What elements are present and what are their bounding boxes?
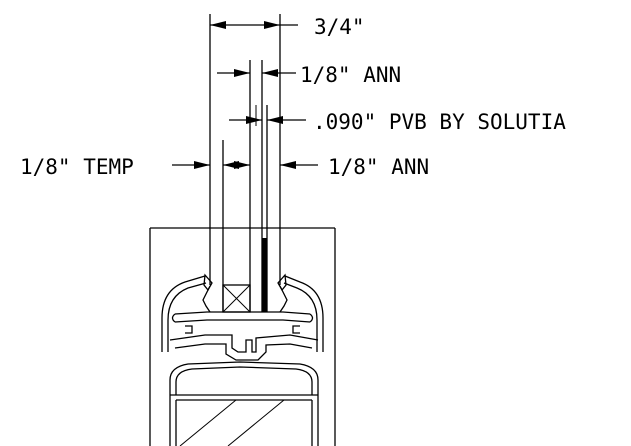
label-inner-lite: 1/8" ANN [328, 155, 429, 179]
label-overall-thickness: 3/4" [314, 15, 365, 39]
glass-lites [209, 14, 281, 312]
dim-outer-lite [217, 69, 296, 77]
label-outer-lite: 1/8" ANN [300, 63, 401, 87]
dim-overall-thickness [210, 21, 298, 29]
pvb-interlayer [262, 238, 267, 312]
label-interlayer: .090" PVB BY SOLUTIA [313, 110, 566, 134]
label-left-lite: 1/8" TEMP [20, 155, 134, 179]
setting-block [222, 284, 251, 313]
frame-outline [149, 227, 336, 446]
dim-inner-lites [172, 161, 318, 169]
extrusion-profile [161, 275, 324, 446]
dim-interlayer [229, 116, 306, 124]
glazing-gaskets [202, 273, 288, 313]
